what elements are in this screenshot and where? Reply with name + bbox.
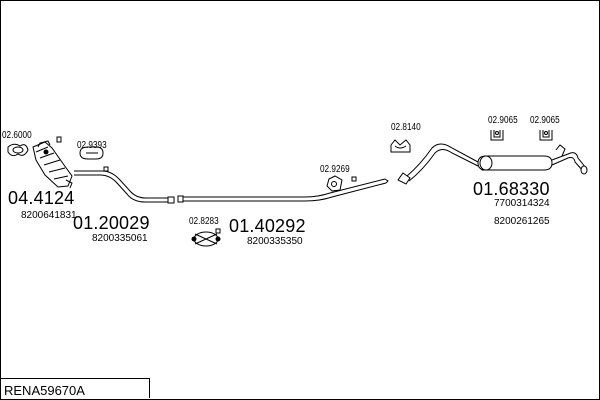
- rubber-hanger-icon: [539, 130, 553, 141]
- clamp-icon: [79, 146, 104, 160]
- part-number-label: 04.4124: [8, 188, 75, 208]
- fitting-number-label: 02.9393: [77, 140, 107, 151]
- fitting-number-label: 02.8283: [189, 216, 219, 227]
- fitting-number-label: 02.9065: [488, 115, 518, 126]
- oem-number-label: 8200641831: [21, 210, 77, 221]
- rubber-hanger-icon: [490, 130, 504, 141]
- oem-number-label: 8200261265: [494, 216, 550, 227]
- oem-number-label: 8200335061: [92, 233, 148, 244]
- bolt-icon: [56, 136, 62, 143]
- part-number-label: 01.20029: [73, 213, 150, 233]
- fitting-number-label: 02.8140: [391, 122, 421, 133]
- part-number-label: 01.68330: [473, 179, 550, 199]
- oem-number-label: 8200335350: [247, 236, 303, 247]
- fitting-number-label: 02.6000: [2, 130, 32, 141]
- rubber-hanger-icon: [326, 175, 343, 192]
- fitting-number-label: 02.9269: [320, 164, 350, 175]
- fitting-number-label: 02.9065: [530, 115, 560, 126]
- part-number-label: 01.40292: [229, 216, 306, 236]
- clamp-icon: [191, 231, 221, 247]
- rear-silencer: [397, 143, 588, 185]
- front-pipe: [74, 170, 175, 204]
- rubber-hanger-icon: [390, 139, 411, 153]
- drawing-title: RENA59670A: [4, 383, 85, 398]
- bolt-icon: [103, 166, 109, 172]
- catalytic-converter-icon: [32, 140, 73, 189]
- gasket-icon: [7, 143, 29, 157]
- middle-pipe: [177, 178, 389, 203]
- title-block: RENA59670A: [0, 378, 150, 398]
- bolt-icon: [215, 228, 221, 234]
- bolt-icon: [351, 176, 357, 182]
- oem-number-label: 7700314324: [494, 198, 550, 209]
